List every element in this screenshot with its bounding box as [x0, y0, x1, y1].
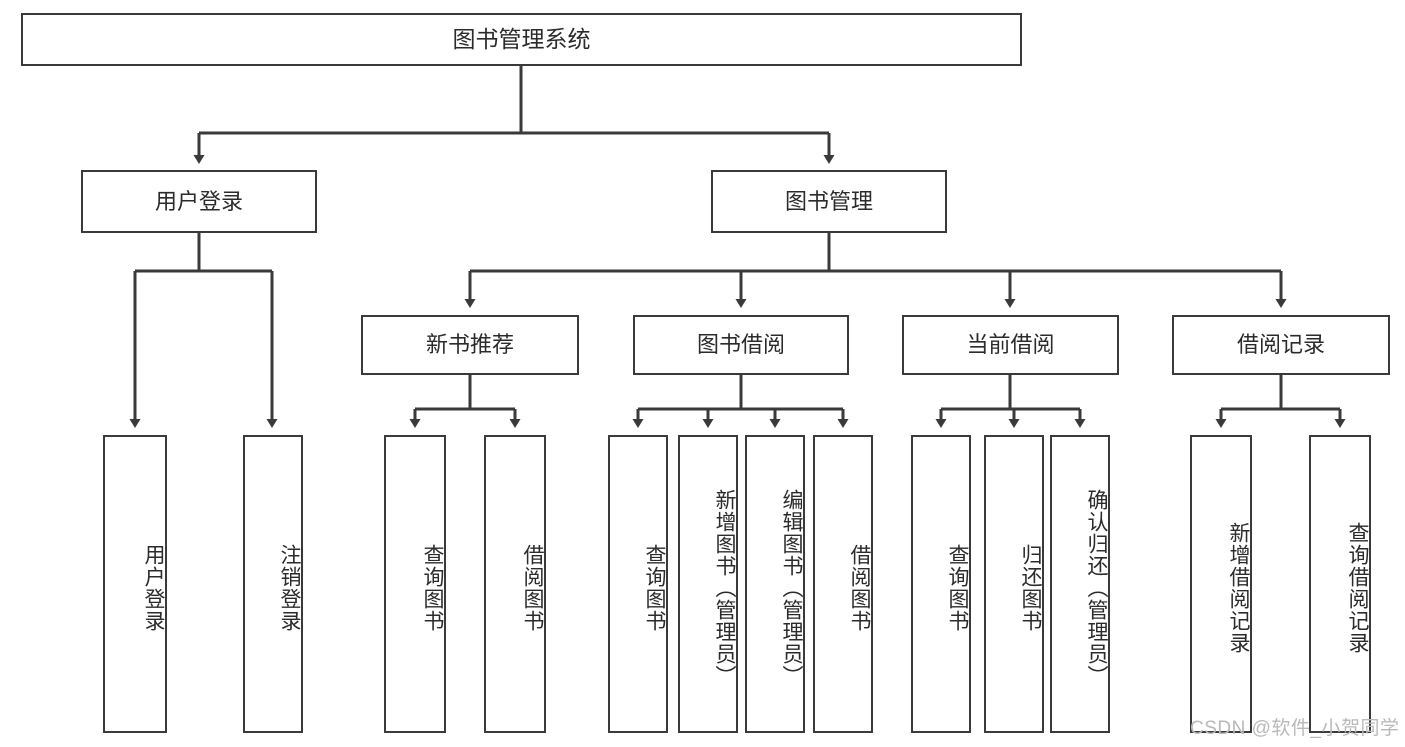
leaf-return-book[interactable]: 归还图书 [984, 435, 1044, 733]
leaf-query-borrow-record[interactable]: 查询借阅记录 [1309, 435, 1371, 733]
leaf-borrow-book-2[interactable]: 借阅图书 [813, 435, 873, 733]
leaf-user-login[interactable]: 用户登录 [103, 435, 167, 733]
leaf-confirm-return[interactable]: 确认归还（管理员） [1050, 435, 1110, 733]
leaf-add-book[interactable]: 新增图书（管理员） [678, 435, 738, 733]
node-book-manage[interactable]: 图书管理 [711, 170, 947, 233]
leaf-logout-login[interactable]: 注销登录 [243, 435, 303, 733]
node-root[interactable]: 图书管理系统 [21, 13, 1022, 66]
leaf-edit-book[interactable]: 编辑图书（管理员） [745, 435, 805, 733]
leaf-query-book-1[interactable]: 查询图书 [384, 435, 446, 733]
node-current-borrow[interactable]: 当前借阅 [902, 315, 1119, 375]
node-borrow-record[interactable]: 借阅记录 [1172, 315, 1390, 375]
leaf-query-book-2[interactable]: 查询图书 [608, 435, 668, 733]
node-user-login[interactable]: 用户登录 [81, 170, 317, 233]
leaf-borrow-book-1[interactable]: 借阅图书 [484, 435, 546, 733]
node-book-borrow[interactable]: 图书借阅 [633, 315, 849, 375]
leaf-query-book-3[interactable]: 查询图书 [911, 435, 971, 733]
leaf-add-borrow-record[interactable]: 新增借阅记录 [1190, 435, 1252, 733]
node-new-book-recommend[interactable]: 新书推荐 [361, 315, 579, 375]
csdn-watermark: CSDN @软件_小贺同学 [1190, 718, 1400, 739]
